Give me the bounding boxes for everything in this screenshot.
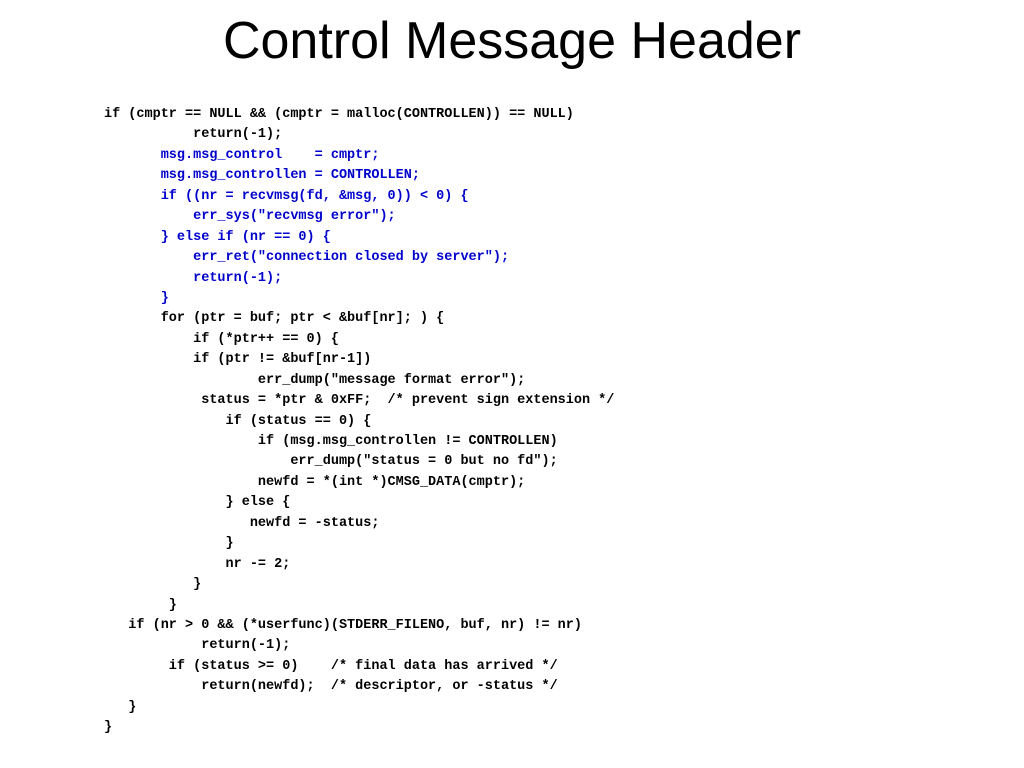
code-line: newfd = -status;	[104, 515, 380, 531]
code-line: return(-1);	[104, 270, 283, 286]
code-line: msg.msg_controllen = CONTROLLEN;	[104, 168, 420, 184]
code-block: if (cmptr == NULL && (cmptr = malloc(CON…	[104, 105, 614, 739]
code-line: }	[104, 597, 177, 613]
code-line: msg.msg_control = cmptr;	[104, 147, 380, 163]
code-line: }	[104, 536, 234, 552]
code-line: err_dump("status = 0 but no fd");	[104, 454, 558, 470]
code-line: for (ptr = buf; ptr < &buf[nr]; ) {	[104, 311, 445, 327]
code-line: if (status == 0) {	[104, 413, 372, 429]
code-line: status = *ptr & 0xFF; /* prevent sign ex…	[104, 393, 615, 409]
code-line: }	[104, 699, 137, 715]
code-line: if (*ptr++ == 0) {	[104, 331, 339, 347]
code-line: return(-1);	[104, 127, 283, 143]
code-line: } else if (nr == 0) {	[104, 229, 331, 245]
code-line: err_dump("message format error");	[104, 372, 526, 388]
code-line: if ((nr = recvmsg(fd, &msg, 0)) < 0) {	[104, 188, 469, 204]
code-line: nr -= 2;	[104, 556, 291, 572]
code-line: } else {	[104, 495, 291, 511]
code-line: err_sys("recvmsg error");	[104, 209, 396, 225]
code-line: if (msg.msg_controllen != CONTROLLEN)	[104, 434, 558, 449]
code-line: if (ptr != &buf[nr-1])	[104, 352, 372, 368]
code-line: }	[104, 290, 169, 306]
code-line: err_ret("connection closed by server");	[104, 250, 510, 266]
code-line: }	[104, 577, 202, 593]
code-line: if (cmptr == NULL && (cmptr = malloc(CON…	[104, 107, 574, 122]
slide-title: Control Message Header	[222, 12, 802, 70]
code-line: newfd = *(int *)CMSG_DATA(cmptr);	[104, 474, 526, 490]
code-line: return(-1);	[104, 638, 291, 654]
code-line: return(newfd); /* descriptor, or -status…	[104, 679, 558, 695]
code-line: if (nr > 0 && (*userfunc)(STDERR_FILENO,…	[104, 617, 582, 633]
code-line: }	[104, 720, 113, 736]
code-line: if (status >= 0) /* final data has arriv…	[104, 658, 558, 674]
